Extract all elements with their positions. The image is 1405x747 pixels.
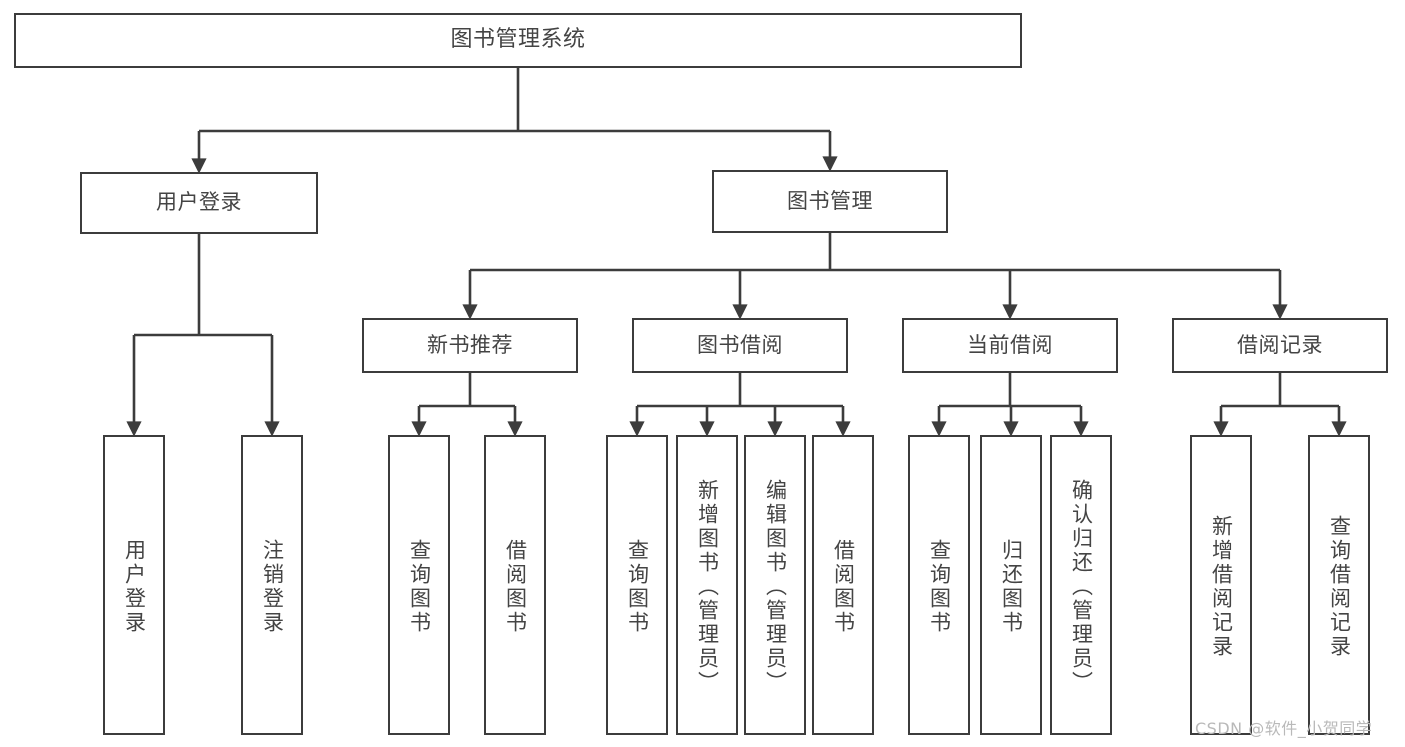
- node-leaf-edit-book-label: 编辑图书（管理员）: [763, 479, 788, 695]
- node-book-manage[interactable]: 图书管理: [712, 170, 948, 233]
- node-leaf-borrow-book-1[interactable]: 借阅图书: [484, 435, 546, 735]
- node-leaf-query-book-1-label: 查询图书: [407, 539, 432, 635]
- node-leaf-borrow-book-2-label: 借阅图书: [831, 539, 856, 635]
- node-new-book-recommend[interactable]: 新书推荐: [362, 318, 578, 373]
- node-leaf-query-book-3[interactable]: 查询图书: [908, 435, 970, 735]
- node-leaf-user-login-label: 用户登录: [122, 539, 147, 635]
- node-user-login[interactable]: 用户登录: [80, 172, 318, 234]
- node-book-borrow-label: 图书借阅: [697, 332, 783, 357]
- node-leaf-query-record-label: 查询借阅记录: [1327, 515, 1352, 659]
- node-leaf-add-book[interactable]: 新增图书（管理员）: [676, 435, 738, 735]
- node-book-manage-label: 图书管理: [787, 188, 873, 213]
- node-borrow-record-label: 借阅记录: [1237, 332, 1323, 357]
- node-leaf-query-book-2[interactable]: 查询图书: [606, 435, 668, 735]
- node-user-login-label: 用户登录: [156, 190, 242, 215]
- node-leaf-logout-label: 注销登录: [260, 539, 285, 635]
- node-leaf-query-book-3-label: 查询图书: [927, 539, 952, 635]
- node-leaf-user-login[interactable]: 用户登录: [103, 435, 165, 735]
- node-leaf-confirm-return[interactable]: 确认归还（管理员）: [1050, 435, 1112, 735]
- node-leaf-logout[interactable]: 注销登录: [241, 435, 303, 735]
- node-leaf-return-book-label: 归还图书: [999, 539, 1024, 635]
- node-current-borrow[interactable]: 当前借阅: [902, 318, 1118, 373]
- node-leaf-edit-book[interactable]: 编辑图书（管理员）: [744, 435, 806, 735]
- node-book-borrow[interactable]: 图书借阅: [632, 318, 848, 373]
- node-leaf-add-record[interactable]: 新增借阅记录: [1190, 435, 1252, 735]
- node-leaf-borrow-book-2[interactable]: 借阅图书: [812, 435, 874, 735]
- node-root[interactable]: 图书管理系统: [14, 13, 1022, 68]
- node-leaf-query-book-1[interactable]: 查询图书: [388, 435, 450, 735]
- node-leaf-add-record-label: 新增借阅记录: [1209, 515, 1234, 659]
- node-borrow-record[interactable]: 借阅记录: [1172, 318, 1388, 373]
- node-new-book-recommend-label: 新书推荐: [427, 332, 513, 357]
- node-leaf-return-book[interactable]: 归还图书: [980, 435, 1042, 735]
- node-current-borrow-label: 当前借阅: [967, 332, 1053, 357]
- node-leaf-query-book-2-label: 查询图书: [625, 539, 650, 635]
- node-leaf-confirm-return-label: 确认归还（管理员）: [1069, 479, 1094, 695]
- node-root-label: 图书管理系统: [450, 27, 586, 53]
- node-leaf-add-book-label: 新增图书（管理员）: [695, 479, 720, 695]
- node-leaf-query-record[interactable]: 查询借阅记录: [1308, 435, 1370, 735]
- node-leaf-borrow-book-1-label: 借阅图书: [503, 539, 528, 635]
- csdn-watermark: CSDN @软件_小贺同学: [1195, 719, 1373, 738]
